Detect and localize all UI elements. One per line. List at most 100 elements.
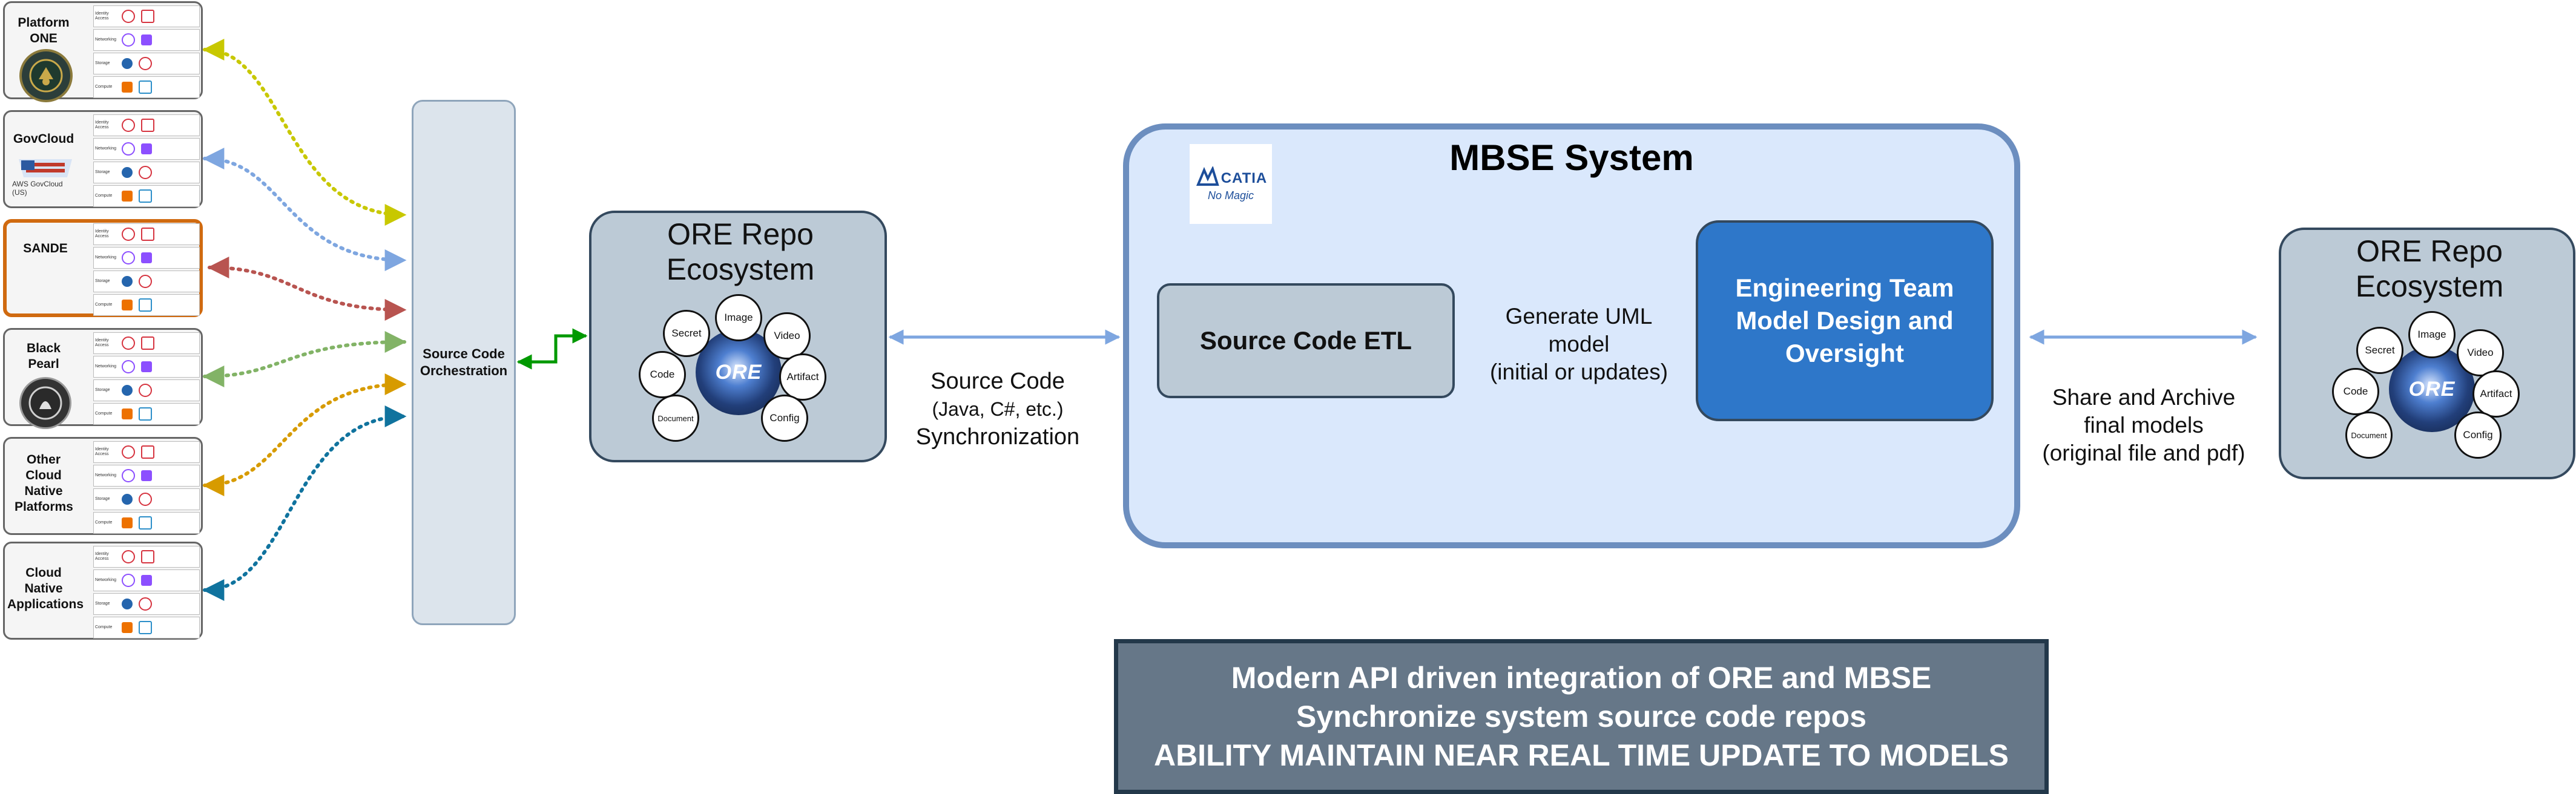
service-row-network: Networking xyxy=(93,247,200,269)
storage-icon xyxy=(122,385,133,396)
ore-item-config: Config xyxy=(2454,412,2502,459)
platform-card-sande[interactable]: SANDE Identity Access Networking Storage… xyxy=(3,219,203,317)
banner-line-3: ABILITY MAINTAIN NEAR REAL TIME UPDATE T… xyxy=(1153,738,2009,772)
storage-icon xyxy=(122,167,133,178)
network-icon xyxy=(122,142,135,156)
ore-item-video: Video xyxy=(763,312,811,359)
compute-icon xyxy=(122,408,133,419)
gateway-icon xyxy=(141,361,152,372)
edit-icon xyxy=(139,189,152,203)
service-stack: Identity Access Networking Storage Compu… xyxy=(93,332,200,425)
key-icon xyxy=(141,119,154,132)
ore-cluster: ORE Image Video Artifact Config Document… xyxy=(2332,311,2529,468)
source-code-orchestration[interactable]: Source Code Orchestration xyxy=(412,100,516,625)
network-icon xyxy=(122,33,135,47)
platform-card-other-cloud[interactable]: Other Cloud Native Platforms Identity Ac… xyxy=(3,437,203,535)
cloud-identity-icon xyxy=(122,119,135,132)
service-stack: Identity Access Networking Storage Compu… xyxy=(93,223,200,316)
compute-icon xyxy=(122,300,133,310)
key-icon xyxy=(141,550,154,563)
service-row-compute: Compute xyxy=(93,294,200,316)
platform-name: Other Cloud Native Platforms xyxy=(15,453,73,514)
banner-line-1: Modern API driven integration of ORE and… xyxy=(1231,661,1932,695)
ore-item-document: Document xyxy=(2345,412,2393,459)
gateway-icon xyxy=(141,252,152,263)
ore-item-video: Video xyxy=(2457,329,2504,376)
compute-icon xyxy=(122,82,133,93)
mbse-title: MBSE System xyxy=(1449,137,1694,178)
engineering-team-box[interactable]: Engineering Team Model Design and Oversi… xyxy=(1696,220,1994,421)
service-row-identity: Identity Access xyxy=(93,332,200,354)
storage-icon xyxy=(122,494,133,505)
cloud-identity-icon xyxy=(122,445,135,459)
storage-icon xyxy=(122,599,133,609)
platform-card-black-pearl[interactable]: Black Pearl Identity Access Networking S… xyxy=(3,328,203,429)
share-archive-caption: Share and Archive final models (original… xyxy=(2042,385,2245,465)
ore-item-code: Code xyxy=(2332,368,2379,415)
service-stack: Identity Access Networking Storage Compu… xyxy=(93,114,200,207)
cloud-identity-icon xyxy=(122,10,135,23)
black-pearl-logo-icon xyxy=(19,377,71,429)
edit-icon xyxy=(139,298,152,312)
ore-cluster: ORE Image Video Artifact Config Document… xyxy=(639,294,836,451)
platform-name: Platform ONE xyxy=(18,16,70,45)
arrow-platform-one xyxy=(202,39,407,226)
edit-icon xyxy=(139,407,152,421)
key-icon xyxy=(139,57,152,70)
service-row-compute: Compute xyxy=(93,617,200,638)
arrow-sande xyxy=(207,257,407,321)
ore-repo-ecosystem-left[interactable]: ORE Repo Ecosystem ORE Image Video Artif… xyxy=(589,211,887,462)
service-row-network: Networking xyxy=(93,569,200,591)
ore-item-secret: Secret xyxy=(663,310,710,357)
arrow-cloud-native-apps xyxy=(202,405,407,601)
service-row-identity: Identity Access xyxy=(93,441,200,463)
network-icon xyxy=(122,251,135,264)
key-icon xyxy=(139,493,152,506)
platform-one-logo-icon xyxy=(19,49,73,102)
edit-icon xyxy=(139,80,152,94)
network-icon xyxy=(122,469,135,482)
network-icon xyxy=(122,360,135,373)
cloud-identity-icon xyxy=(122,550,135,563)
ore-item-secret: Secret xyxy=(2356,327,2403,374)
platform-card-govcloud[interactable]: GovCloud AWS GovCloud (US) Identity Acce… xyxy=(3,110,203,208)
storage-icon xyxy=(122,58,133,69)
platform-card-cloud-native-apps[interactable]: Cloud Native Applications Identity Acces… xyxy=(3,542,203,640)
gateway-icon xyxy=(141,34,152,45)
gateway-icon xyxy=(141,575,152,586)
source-code-etl[interactable]: Source Code ETL xyxy=(1157,283,1455,398)
arrow-other-cloud xyxy=(202,373,407,496)
key-icon xyxy=(139,384,152,397)
platform-name: SANDE xyxy=(23,241,68,255)
ore-item-image: Image xyxy=(2408,311,2456,358)
key-icon xyxy=(139,597,152,611)
ore-title: ORE Repo Ecosystem xyxy=(2355,234,2504,303)
summary-banner: Modern API driven integration of ORE and… xyxy=(1114,639,2049,794)
compute-icon xyxy=(122,517,133,528)
service-row-network: Networking xyxy=(93,356,200,378)
platform-name: GovCloud xyxy=(13,132,74,146)
service-stack: Identity Access Networking Storage Compu… xyxy=(93,546,200,638)
compute-icon xyxy=(122,622,133,633)
service-row-network: Networking xyxy=(93,138,200,160)
cloud-identity-icon xyxy=(122,228,135,241)
key-icon xyxy=(141,445,154,459)
key-icon xyxy=(139,275,152,288)
ore-item-image: Image xyxy=(715,294,762,341)
arrow-govcloud xyxy=(202,148,407,271)
service-stack: Identity Access Networking Storage Compu… xyxy=(93,5,200,98)
ore-item-document: Document xyxy=(652,395,699,442)
banner-line-2: Synchronize system source code repos xyxy=(1296,700,1867,733)
gateway-icon xyxy=(141,143,152,154)
service-row-compute: Compute xyxy=(93,403,200,425)
catia-no-magic-logo-icon: CATIA No Magic xyxy=(1190,144,1272,224)
service-row-identity: Identity Access xyxy=(93,223,200,245)
gateway-icon xyxy=(141,470,152,481)
platform-card-platform-one[interactable]: Platform ONE Identity Access Networking … xyxy=(3,1,203,102)
platform-name: Black Pearl xyxy=(26,341,61,371)
aws-govcloud-logo-icon: AWS GovCloud (US) xyxy=(12,154,79,197)
ore-title: ORE Repo Ecosystem xyxy=(666,217,815,286)
ore-repo-ecosystem-right[interactable]: ORE Repo Ecosystem ORE Image Video Artif… xyxy=(2279,228,2575,479)
service-row-identity: Identity Access xyxy=(93,114,200,136)
